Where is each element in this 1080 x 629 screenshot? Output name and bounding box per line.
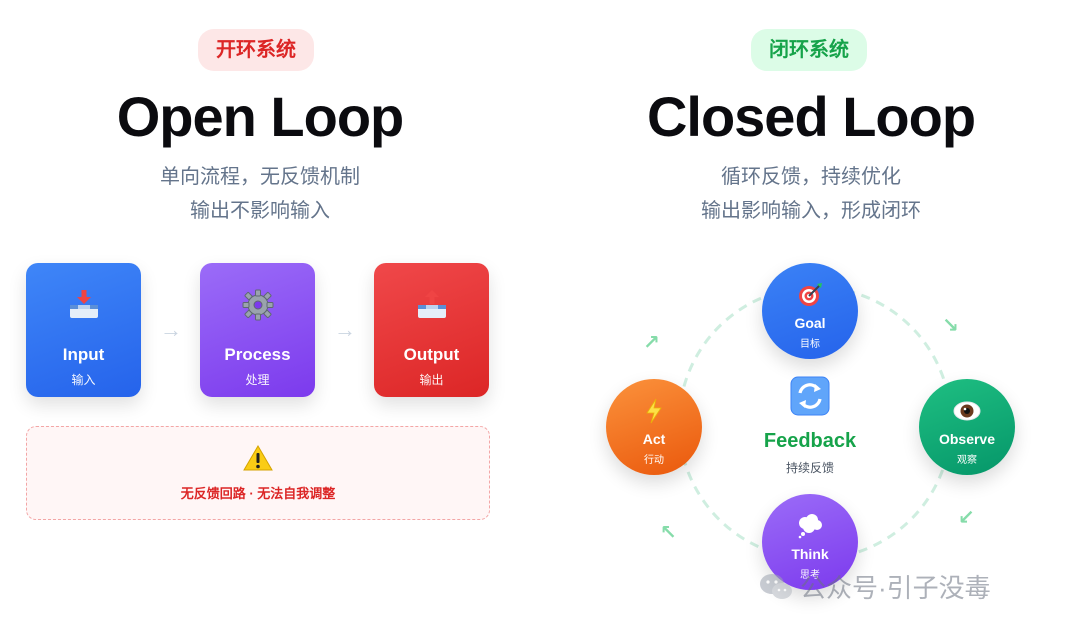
open-loop-title: Open Loop bbox=[116, 85, 405, 148]
cycle-arrow-goal-to-observe: ↘ bbox=[942, 315, 959, 337]
closed-loop-title: Closed Loop bbox=[646, 85, 976, 148]
output-label: Output bbox=[403, 345, 460, 364]
act-node: Act 行动 bbox=[606, 379, 702, 475]
think-cn-label: 思考 bbox=[800, 570, 820, 581]
target-icon bbox=[762, 281, 858, 309]
feedback-center: Feedback 持续反馈 bbox=[740, 376, 880, 476]
cycle-arrow-act-to-goal: ↗ bbox=[643, 332, 660, 354]
observe-label: Observe bbox=[938, 431, 996, 447]
lightning-icon bbox=[606, 397, 702, 425]
arrow-right-icon: → bbox=[160, 317, 182, 342]
process-cn-label: 处理 bbox=[245, 373, 270, 387]
input-card: Input 输入 bbox=[26, 263, 141, 397]
think-node: Think 思考 bbox=[762, 494, 858, 590]
outbox-tray-icon bbox=[374, 285, 489, 325]
cycle-arrow-think-to-act: ↖ bbox=[660, 522, 677, 544]
input-label: Input bbox=[62, 345, 105, 364]
process-card: Process 处理 bbox=[200, 263, 315, 397]
watermark: 公众号·引子没毒 bbox=[758, 568, 991, 605]
feedback-label: Feedback bbox=[763, 430, 857, 452]
goal-node: Goal 目标 bbox=[762, 263, 858, 359]
warning-icon bbox=[27, 445, 489, 471]
input-cn-label: 输入 bbox=[71, 373, 96, 387]
output-cn-label: 输出 bbox=[419, 373, 444, 387]
output-card: Output 输出 bbox=[374, 263, 489, 397]
open-loop-subtitle-line-1: 单向流程，无反馈机制 bbox=[160, 166, 360, 188]
open-loop-subtitle-line-2: 输出不影响输入 bbox=[190, 200, 330, 222]
observe-node: Observe 观察 bbox=[919, 379, 1015, 475]
observe-cn-label: 观察 bbox=[957, 455, 977, 466]
closed-loop-subtitle-line-1: 循环反馈，持续优化 bbox=[721, 166, 901, 188]
wechat-icon bbox=[760, 573, 792, 599]
cycle-arrow-observe-to-think: ↙ bbox=[958, 507, 975, 529]
closed-loop-subtitle-line-2: 输出影响输入，形成闭环 bbox=[701, 200, 921, 222]
process-label: Process bbox=[224, 345, 291, 364]
no-feedback-warning: 无反馈回路 · 无法自我调整 bbox=[26, 426, 490, 520]
closed-loop-subtitle: 循环反馈，持续优化 输出影响输入，形成闭环 bbox=[551, 160, 1071, 228]
act-label: Act bbox=[642, 431, 666, 447]
inbox-tray-icon bbox=[26, 285, 141, 325]
goal-label: Goal bbox=[794, 315, 826, 331]
open-loop-subtitle: 单向流程，无反馈机制 输出不影响输入 bbox=[0, 160, 520, 228]
warning-text: 无反馈回路 · 无法自我调整 bbox=[180, 486, 336, 501]
goal-cn-label: 目标 bbox=[800, 339, 820, 350]
eye-icon bbox=[919, 397, 1015, 425]
open-loop-badge: 开环系统 bbox=[198, 29, 314, 71]
closed-loop-badge: 闭环系统 bbox=[751, 29, 867, 71]
arrow-right-icon: → bbox=[334, 317, 356, 342]
act-cn-label: 行动 bbox=[644, 455, 664, 466]
feedback-cn-label: 持续反馈 bbox=[785, 461, 834, 475]
think-label: Think bbox=[791, 546, 829, 562]
gear-icon bbox=[200, 285, 315, 325]
cycle-arrows-icon bbox=[740, 376, 880, 416]
watermark-text: 公众号·引子没毒 bbox=[800, 573, 991, 603]
thought-bubble-icon bbox=[762, 512, 858, 540]
